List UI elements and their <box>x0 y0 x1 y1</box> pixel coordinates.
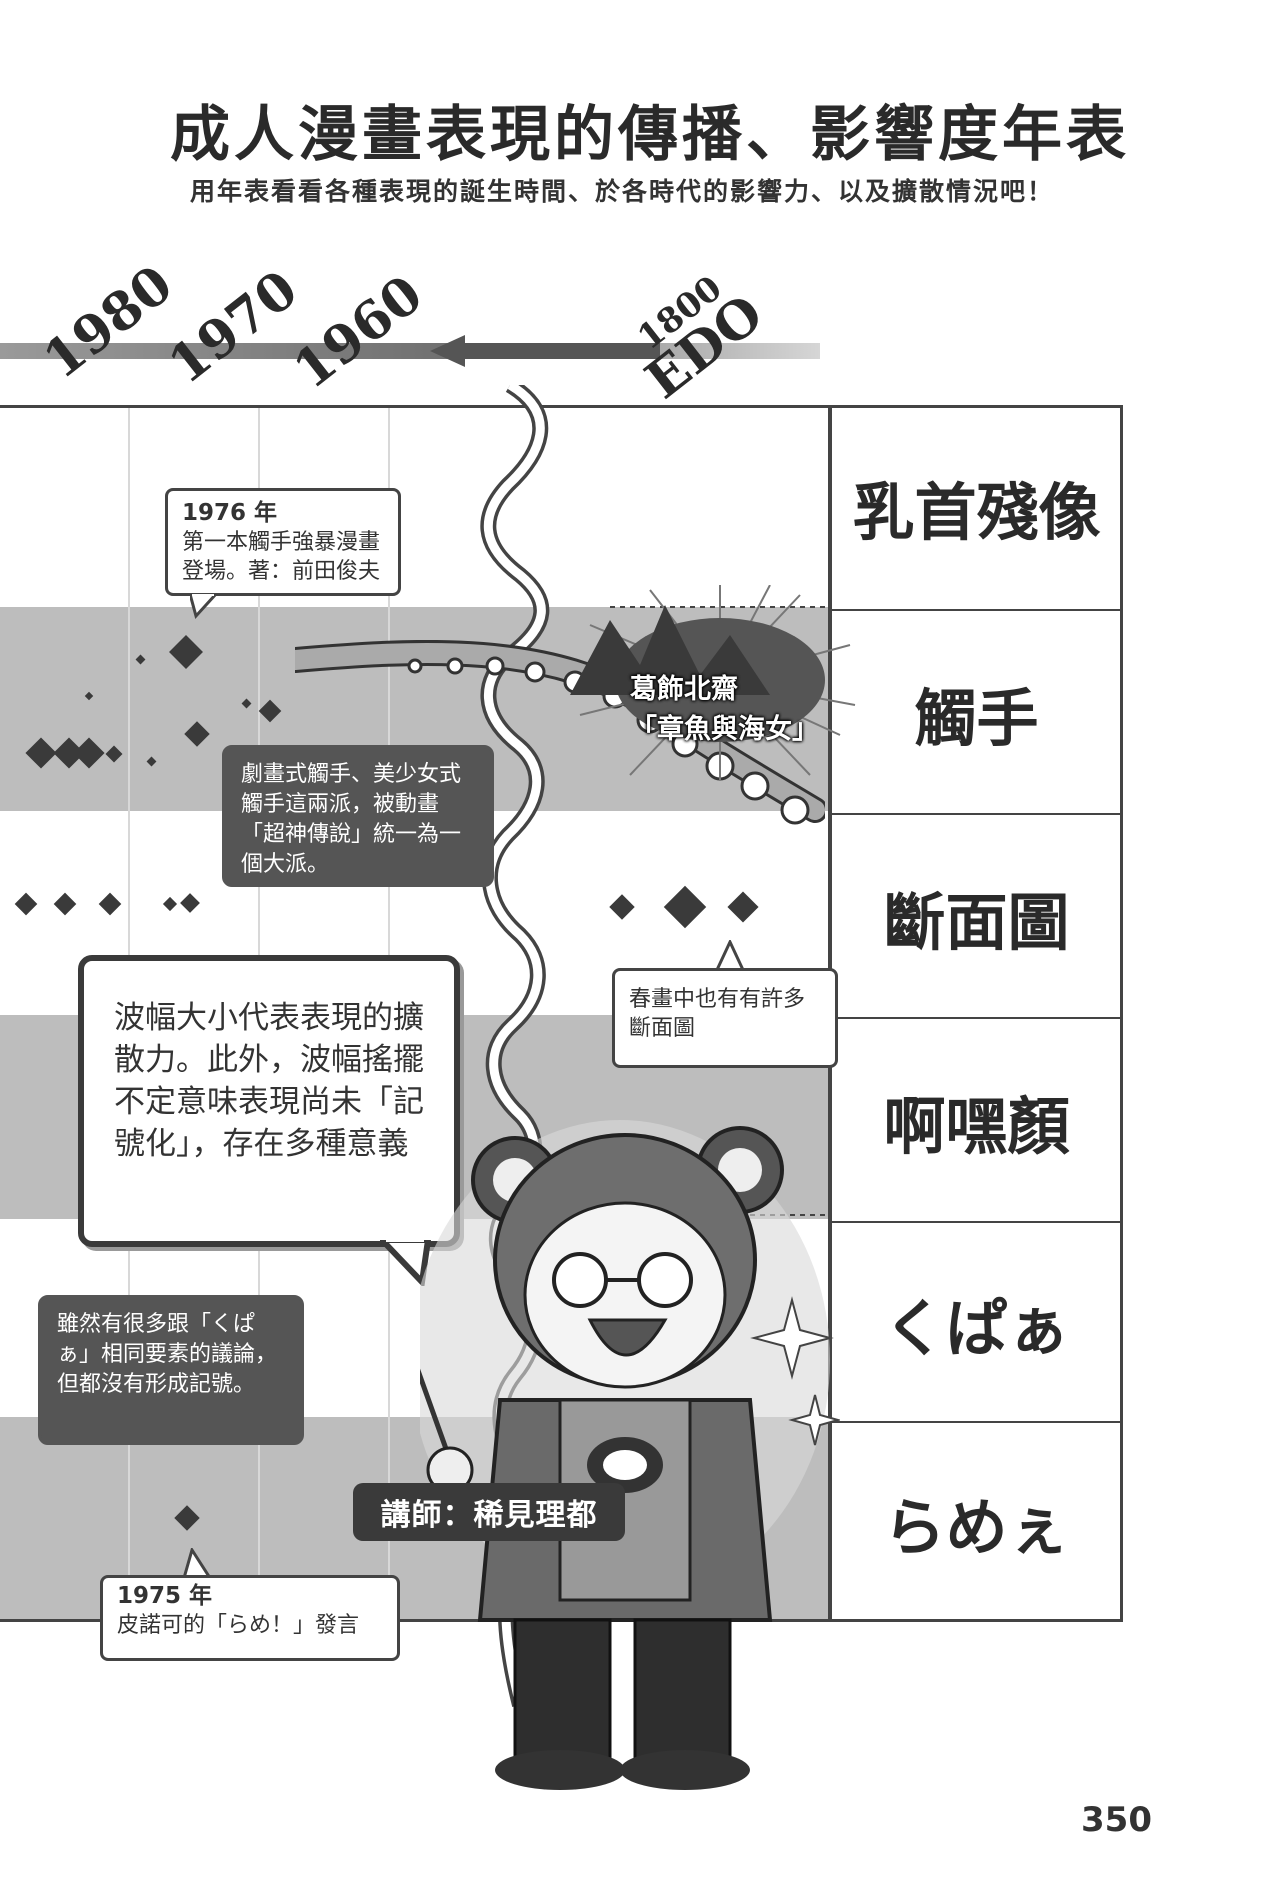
category-rame: らめぇ <box>830 1421 1123 1621</box>
year-1970-label: 1970 <box>157 258 310 396</box>
lecturer-name-label: 講師：稀見理都 <box>353 1483 625 1541</box>
category-nipple-afterimage: 乳首殘像 <box>852 476 1101 549</box>
year-1960-label: 1960 <box>282 263 435 401</box>
note-tentacle-schools: 劇畫式觸手、美少女式觸手這兩派，被動畫「超神傳說」統一為一個大派。 <box>222 745 494 887</box>
wave-explanation-bubble: 波幅大小代表表現的擴散力。此外，波幅搖擺不定意味表現尚未「記號化」，存在多種意義 <box>78 955 460 1247</box>
category-ahegao: 啊嘿顏 <box>830 1017 1123 1223</box>
callout-1976: 1976 年 第一本觸手強暴漫畫登場。著：前田俊夫 <box>165 488 401 596</box>
page-subtitle: 用年表看看各種表現的誕生時間、於各時代的影響力、以及擴散情況吧！ <box>190 177 1055 206</box>
callout-tail <box>714 940 746 972</box>
category-tentacle: 觸手 <box>830 609 1123 815</box>
timeline-arrow <box>0 335 820 367</box>
callout-tail <box>182 1548 212 1578</box>
bubble-tail <box>380 1240 432 1286</box>
callout-1976-text: 第一本觸手強暴漫畫登場。著：前田俊夫 <box>182 530 381 584</box>
callout-1975: 1975 年 皮諾可的「らめ！」發言 <box>100 1575 400 1661</box>
hokusai-starburst <box>570 585 856 780</box>
page-number: 350 <box>1081 1800 1152 1840</box>
callout-1975-year: 1975 年 <box>117 1583 213 1609</box>
lecturer-illustration <box>420 1120 840 1790</box>
callout-tail <box>190 594 219 620</box>
note-kupaa: 雖然有很多跟「くぱぁ」相同要素的議論，但都沒有形成記號。 <box>38 1295 304 1445</box>
page-title: 成人漫畫表現的傳播、影響度年表 <box>170 100 1130 170</box>
callout-1975-text: 皮諾可的「らめ！」發言 <box>117 1613 360 1638</box>
hokusai-title-line2: 「章魚與海女」 <box>630 714 819 745</box>
category-kupaa: くぱぁ <box>830 1221 1123 1423</box>
callout-shunga: 春畫中也有有許多斷面圖 <box>612 968 838 1068</box>
category-cross-section: 斷面圖 <box>830 813 1123 1019</box>
callout-1976-year: 1976 年 <box>182 500 278 526</box>
hokusai-title-line1: 葛飾北齋 <box>630 674 738 705</box>
